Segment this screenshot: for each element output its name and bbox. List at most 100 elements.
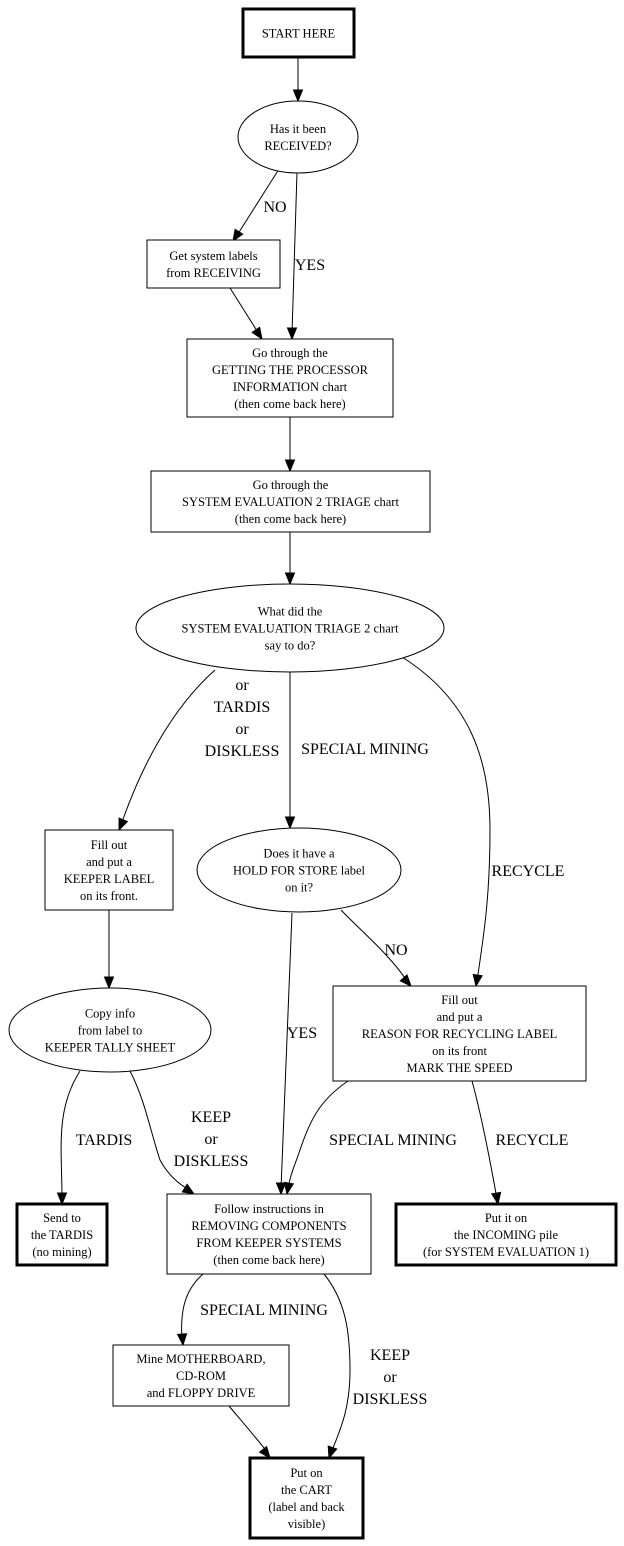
terminal-box [248, 1456, 365, 1540]
process-box [186, 338, 394, 418]
node-text: on its front. [80, 889, 138, 903]
edge-recycle_label-to-incoming_pile: RECYCLE [471, 1080, 569, 1200]
node-text: (for SYSTEM EVALUATION 1) [423, 1245, 589, 1259]
node-text: the INCOMING pile [454, 1228, 559, 1242]
decision-ellipse [196, 827, 402, 913]
edge-line [60, 1070, 81, 1200]
edge-label: NO [384, 942, 407, 959]
node-text: the TARDIS [31, 1228, 93, 1242]
node-cart[interactable]: Put on the CART (label and back visible) [248, 1456, 365, 1540]
edge-label: or [235, 677, 249, 694]
arrowhead-icon [56, 1192, 68, 1206]
node-text: SYSTEM EVALUATION 2 TRIAGE chart [182, 495, 399, 509]
arrowhead-icon [176, 1333, 188, 1347]
node-text: from RECEIVING [166, 266, 261, 280]
node-text: on it? [285, 881, 314, 895]
edge-recycle_label-to-remove_components: SPECIAL MINING [287, 1080, 457, 1190]
edge-hold_for_store-to-remove_components: YES [280, 912, 317, 1190]
node-text: Put on [290, 1466, 323, 1480]
node-text: Copy info [85, 1007, 135, 1021]
node-text: (no mining) [32, 1245, 91, 1259]
terminal-box [241, 7, 356, 59]
arrowhead-icon [232, 228, 244, 243]
node-text: (then come back here) [213, 1253, 324, 1267]
edge-line [129, 1070, 192, 1192]
node-text: Fill out [91, 838, 128, 852]
node-hold-for-store[interactable]: Does it have a HOLD FOR STORE label on it? [196, 827, 402, 913]
node-text: KEEPER TALLY SHEET [45, 1041, 176, 1055]
edge-triage_decision-to-recycle_label: RECYCLE [401, 656, 565, 982]
node-text: MARK THE SPEED [406, 1061, 512, 1075]
node-tardis[interactable]: Send to the TARDIS (no mining) [15, 1202, 109, 1267]
terminal-box [15, 1202, 109, 1267]
node-start[interactable]: START HERE [241, 7, 356, 59]
arrowhead-icon [284, 459, 296, 473]
edge-label: KEEP [370, 1347, 410, 1364]
edge-line [280, 912, 293, 1190]
arrowhead-icon [399, 973, 412, 987]
node-text: the CART [281, 1483, 332, 1497]
edge-label: RECYCLE [496, 1132, 569, 1149]
arrowhead-icon [275, 1182, 287, 1196]
node-text: and put a [437, 1010, 483, 1024]
edge-label: DISKLESS [205, 743, 280, 760]
edge-line [235, 168, 280, 238]
edge-label: TARDIS [214, 699, 271, 716]
edge-label: TARDIS [76, 1132, 133, 1149]
node-text: Has it been [270, 122, 327, 136]
process-box [44, 829, 174, 911]
edge-line [228, 1405, 269, 1454]
decision-ellipse [237, 100, 359, 174]
node-text: Fill out [441, 993, 478, 1007]
edge-line [340, 909, 408, 982]
node-text: visible) [288, 1517, 326, 1531]
node-text: (label and back [268, 1500, 345, 1514]
edge-label: SPECIAL MINING [200, 1302, 328, 1319]
edge-label: RECYCLE [492, 863, 565, 880]
node-text: Mine MOTHERBOARD, [136, 1352, 265, 1366]
node-text: Does it have a [263, 847, 335, 861]
arrowhead-icon [292, 89, 304, 103]
node-text: Go through the [252, 346, 328, 360]
arrowhead-icon [286, 327, 298, 341]
edge-line [120, 669, 216, 826]
edge-label: YES [287, 1025, 317, 1042]
node-incoming-pile[interactable]: Put it on the INCOMING pile (for SYSTEM EV… [394, 1202, 618, 1267]
arrowhead-icon [284, 572, 296, 586]
node-text: HOLD FOR STORE label [233, 864, 366, 878]
arrowhead-icon [490, 1191, 502, 1206]
edge-line [401, 656, 491, 982]
edge-label: or [383, 1369, 397, 1386]
node-text: RECEIVED? [264, 139, 332, 153]
edge-label: DISKLESS [353, 1391, 428, 1408]
arrowhead-icon [283, 1181, 295, 1196]
arrowhead-icon [284, 816, 296, 830]
node-text: What did the [258, 605, 323, 619]
node-text: (then come back here) [234, 397, 345, 411]
arrowhead-icon [472, 973, 483, 988]
node-text: and put a [86, 855, 132, 869]
node-text: and FLOPPY DRIVE [147, 1386, 256, 1400]
edge-hold_for_store-to-recycle_label: NO [340, 909, 408, 982]
node-text: Send to [43, 1211, 81, 1225]
edge-mine-to-cart [228, 1405, 269, 1454]
edge-label: DISKLESS [174, 1153, 249, 1170]
node-text: FROM KEEPER SYSTEMS [196, 1236, 341, 1250]
decision-ellipse [135, 583, 445, 673]
edge-label: YES [295, 257, 325, 274]
node-text: (then come back here) [235, 512, 346, 526]
node-text: Put it on [485, 1211, 528, 1225]
